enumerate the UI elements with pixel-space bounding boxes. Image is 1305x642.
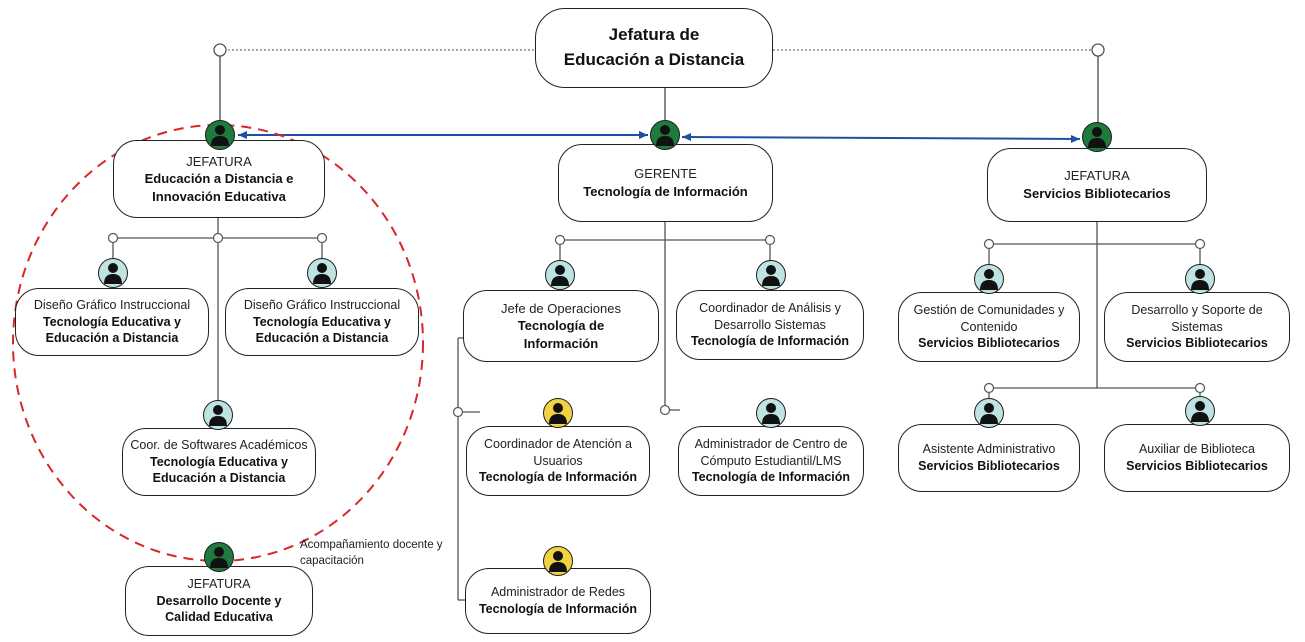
center-child-2-unit: Tecnología de Información xyxy=(690,334,850,349)
right-child-1-box: Gestión de Comunidades y Contenido Servi… xyxy=(898,292,1080,362)
left-child-2-unit-line1: Tecnología Educativa y xyxy=(252,314,391,329)
person-icon xyxy=(205,120,235,150)
center-child-4-role-line1: Administrador de Centro de xyxy=(694,436,848,451)
bottom-left-unit-line1: Desarrollo Docente y xyxy=(156,593,282,608)
center-child-2-role-line2: Desarrollo Sistemas xyxy=(714,317,826,332)
person-icon xyxy=(974,398,1004,428)
center-head-role: GERENTE xyxy=(634,166,697,182)
left-child-2-role: Diseño Gráfico Instruccional xyxy=(243,297,401,312)
person-icon xyxy=(543,398,573,428)
center-head-box: GERENTE Tecnología de Información xyxy=(558,144,773,222)
top-left-node xyxy=(213,43,227,57)
person-icon xyxy=(1185,396,1215,426)
right-child-2-role-line2: Sistemas xyxy=(1171,319,1223,334)
center-child-3-box: Coordinador de Atención a Usuarios Tecno… xyxy=(466,426,650,496)
left-head-box: JEFATURA Educación a Distancia e Innovac… xyxy=(113,140,325,218)
person-icon xyxy=(756,260,786,290)
left-child-1-unit-line2: Educación a Distancia xyxy=(45,331,179,346)
left-child-2-box: Diseño Gráfico Instruccional Tecnología … xyxy=(225,288,419,356)
left-child-3-box: Coor. de Softwares Académicos Tecnología… xyxy=(122,428,316,496)
center-child-3-role-line2: Usuarios xyxy=(533,453,583,468)
bottom-left-role: JEFATURA xyxy=(187,576,251,591)
left-child-3-unit-line1: Tecnología Educativa y xyxy=(149,454,288,469)
right-head-box: JEFATURA Servicios Bibliotecarios xyxy=(987,148,1207,222)
bottom-left-unit-line2: Calidad Educativa xyxy=(165,610,273,625)
left-child-2-unit-line2: Educación a Distancia xyxy=(255,331,389,346)
left-child-3-role: Coor. de Softwares Académicos xyxy=(130,437,308,452)
person-icon xyxy=(1185,264,1215,294)
center-child-1-box: Jefe de Operaciones Tecnología de Inform… xyxy=(463,290,659,362)
right-child-3-role: Asistente Administrativo xyxy=(922,442,1056,457)
person-icon xyxy=(203,400,233,430)
center-child-2-box: Coordinador de Análisis y Desarrollo Sis… xyxy=(676,290,864,360)
center-child-5-role: Administrador de Redes xyxy=(490,585,626,600)
center-child-2-role-line1: Coordinador de Análisis y xyxy=(699,300,841,315)
center-child-1-role: Jefe de Operaciones xyxy=(501,300,621,316)
person-icon xyxy=(756,398,786,428)
annotation-text: Acompañamiento docente y capacitación xyxy=(300,538,443,569)
annotation-line1: Acompañamiento docente y xyxy=(300,539,443,551)
center-child-5-box: Administrador de Redes Tecnología de Inf… xyxy=(465,568,651,634)
right-child-4-role: Auxiliar de Biblioteca xyxy=(1138,442,1256,457)
right-head-role: JEFATURA xyxy=(1064,168,1130,184)
blue-link-right xyxy=(681,136,1081,140)
person-icon xyxy=(974,264,1004,294)
person-icon xyxy=(650,120,680,150)
center-child-4-role-line2: Cómputo Estudiantil/LMS xyxy=(700,453,842,468)
top-node-title-line1: Jefatura de xyxy=(608,25,700,45)
left-child-1-unit-line1: Tecnología Educativa y xyxy=(42,314,181,329)
left-child-1-box: Diseño Gráfico Instruccional Tecnología … xyxy=(15,288,209,356)
top-right-node xyxy=(1091,43,1105,57)
top-node-title-line2: Educación a Distancia xyxy=(563,50,745,69)
right-child-1-role-line1: Gestión de Comunidades y xyxy=(913,302,1065,317)
right-child-2-box: Desarrollo y Soporte de Sistemas Servici… xyxy=(1104,292,1290,362)
right-child-3-box: Asistente Administrativo Servicios Bibli… xyxy=(898,424,1080,492)
left-child-3-unit-line2: Educación a Distancia xyxy=(152,471,286,486)
person-icon xyxy=(204,542,234,572)
center-child-4-unit: Tecnología de Información xyxy=(691,470,851,485)
right-child-4-unit: Servicios Bibliotecarios xyxy=(1126,459,1268,473)
right-child-1-unit: Servicios Bibliotecarios xyxy=(918,336,1060,351)
left-child-1-role: Diseño Gráfico Instruccional xyxy=(33,297,191,312)
center-child-5-unit: Tecnología de Información xyxy=(478,602,638,616)
center-child-3-unit: Tecnología de Información xyxy=(478,470,638,485)
center-child-4-box: Administrador de Centro de Cómputo Estud… xyxy=(678,426,864,496)
center-head-unit: Tecnología de Información xyxy=(583,184,748,199)
left-head-unit-line2: Innovación Educativa xyxy=(152,188,286,204)
right-head-unit: Servicios Bibliotecarios xyxy=(1023,186,1171,201)
person-icon xyxy=(545,260,575,290)
right-child-2-role-line1: Desarrollo y Soporte de xyxy=(1131,302,1263,317)
left-head-unit-line1: Educación a Distancia e xyxy=(144,171,294,187)
right-child-3-unit: Servicios Bibliotecarios xyxy=(918,459,1060,473)
center-child-1-unit-line1: Tecnología de xyxy=(517,318,605,334)
annotation-line2: capacitación xyxy=(300,554,364,567)
person-icon xyxy=(307,258,337,288)
person-icon xyxy=(1082,122,1112,152)
right-child-2-unit: Servicios Bibliotecarios xyxy=(1126,336,1268,351)
top-node-box: Jefatura de Educación a Distancia xyxy=(535,8,773,88)
center-child-3-role-line1: Coordinador de Atención a xyxy=(483,436,633,451)
right-child-4-box: Auxiliar de Biblioteca Servicios Bibliot… xyxy=(1104,424,1290,492)
person-icon xyxy=(98,258,128,288)
right-child-1-role-line2: Contenido xyxy=(960,319,1018,334)
left-head-role: JEFATURA xyxy=(186,153,252,169)
center-child-1-unit-line2: Información xyxy=(523,335,599,351)
person-icon xyxy=(543,546,573,576)
bottom-left-box: JEFATURA Desarrollo Docente y Calidad Ed… xyxy=(125,566,313,636)
